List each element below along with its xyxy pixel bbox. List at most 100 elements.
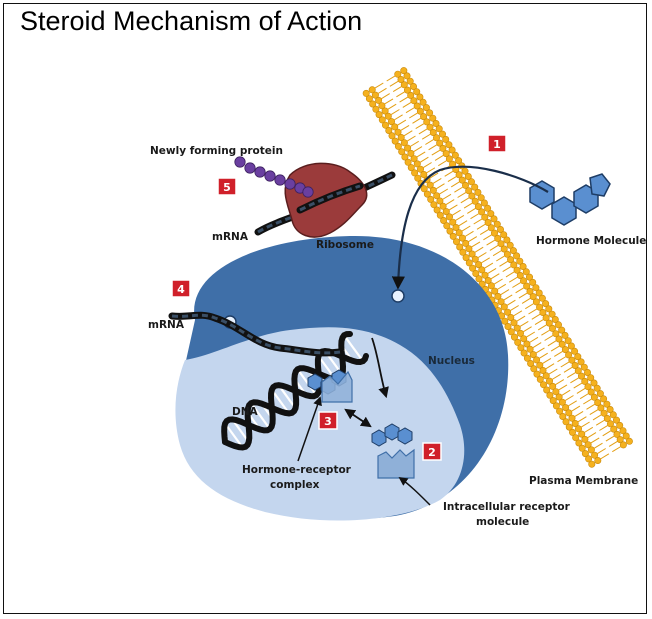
lipid-head bbox=[513, 252, 521, 260]
intracellular-receptor bbox=[377, 448, 415, 479]
lipid-tail bbox=[450, 181, 460, 188]
lipid-head bbox=[503, 236, 511, 244]
lipid-head bbox=[411, 169, 419, 177]
lipid-head bbox=[410, 97, 418, 105]
lipid-head bbox=[556, 407, 564, 415]
lipid-head bbox=[519, 262, 527, 270]
lipid-head bbox=[467, 178, 475, 186]
lipid-head bbox=[384, 112, 392, 120]
lipid-tail bbox=[467, 207, 477, 214]
lipid-tail bbox=[384, 98, 394, 105]
lipid-head bbox=[526, 345, 534, 353]
lipid-head bbox=[439, 202, 447, 210]
lipid-head bbox=[494, 292, 502, 300]
lipid-tail bbox=[387, 103, 397, 110]
lipid-tail bbox=[409, 140, 419, 147]
label-mrna-left: mRNA bbox=[148, 319, 185, 331]
lipid-head bbox=[596, 390, 604, 398]
lipid-head bbox=[413, 160, 421, 168]
lipid-tail bbox=[422, 162, 432, 169]
lipid-head bbox=[394, 128, 402, 136]
lipid-head bbox=[571, 361, 579, 369]
lipid-head bbox=[503, 250, 511, 258]
label-dna: DNA bbox=[232, 406, 259, 418]
lipid-head bbox=[577, 372, 585, 380]
lipid-tail bbox=[590, 437, 600, 444]
lipid-head bbox=[585, 455, 593, 463]
lipid-tail bbox=[483, 234, 493, 241]
lipid-tail bbox=[463, 202, 473, 209]
lipid-tail bbox=[499, 260, 509, 267]
lipid-head bbox=[587, 388, 595, 396]
lipid-tail bbox=[474, 246, 484, 253]
lipid-tail bbox=[589, 408, 599, 416]
lipid-head bbox=[445, 155, 453, 163]
lipid-head bbox=[474, 188, 482, 196]
lipid-head bbox=[559, 412, 567, 420]
lipid-head bbox=[438, 130, 446, 138]
lipid-head bbox=[552, 402, 560, 410]
lipid-tail bbox=[397, 119, 407, 126]
label-hormone-receptor-2: complex bbox=[270, 479, 320, 491]
lipid-head bbox=[371, 91, 379, 99]
lipid-head bbox=[496, 226, 504, 234]
lipid-head bbox=[471, 255, 479, 263]
lipid-head bbox=[362, 89, 370, 97]
lipid-head bbox=[525, 273, 533, 281]
lipid-head bbox=[429, 114, 437, 122]
lipid-tail bbox=[471, 241, 481, 248]
lipid-head bbox=[594, 456, 602, 464]
lipid-head bbox=[562, 404, 570, 412]
lipid-head bbox=[413, 102, 421, 110]
lipid-tail bbox=[534, 318, 544, 326]
lipid-head bbox=[387, 118, 395, 126]
lipid-tail bbox=[513, 310, 523, 317]
lipid-tail bbox=[477, 252, 487, 259]
amino-acid-bead bbox=[244, 162, 256, 174]
lipid-head bbox=[426, 123, 434, 131]
lipid-head bbox=[478, 280, 486, 288]
lipid-head bbox=[448, 146, 456, 154]
lipid-head bbox=[478, 266, 486, 274]
hormone-receptor-complex bbox=[321, 370, 353, 403]
lipid-head bbox=[461, 167, 469, 175]
lipid-tail bbox=[406, 135, 416, 142]
lipid-tail bbox=[554, 379, 565, 386]
lipid-head bbox=[443, 222, 451, 230]
lipid-head bbox=[548, 310, 556, 318]
lipid-head bbox=[397, 76, 405, 84]
lipid-tail bbox=[460, 197, 470, 204]
lipid-head bbox=[600, 409, 608, 417]
amino-acid-bead bbox=[284, 178, 296, 190]
svg-text:3: 3 bbox=[324, 415, 332, 428]
lipid-head bbox=[513, 266, 521, 274]
lipid-tail bbox=[535, 347, 545, 354]
lipid-head bbox=[423, 118, 431, 126]
lipid-head bbox=[552, 330, 560, 338]
lipid-tail bbox=[570, 377, 580, 384]
lipid-head bbox=[400, 67, 408, 75]
lipid-head bbox=[490, 229, 498, 237]
lipid-head bbox=[532, 298, 540, 306]
lipid-head bbox=[474, 203, 482, 211]
lipid-head bbox=[619, 427, 627, 435]
lipid-head bbox=[368, 86, 376, 94]
lipid-head bbox=[545, 377, 553, 385]
lipid-head bbox=[426, 181, 434, 189]
dna-base-pair bbox=[224, 422, 244, 449]
lipid-tail bbox=[445, 199, 455, 206]
lipid-head bbox=[526, 287, 534, 295]
label-hormone-receptor-1: Hormone-receptor bbox=[242, 464, 352, 476]
lipid-tail bbox=[605, 435, 615, 442]
step-badge-3: 3 bbox=[318, 411, 338, 430]
lipid-tail bbox=[551, 373, 561, 380]
lipid-head bbox=[484, 219, 492, 227]
lipid-head bbox=[388, 132, 396, 140]
lipid-head bbox=[574, 353, 582, 361]
lipid-head bbox=[536, 303, 544, 311]
lipid-tail bbox=[492, 250, 502, 257]
lipid-tail bbox=[503, 294, 513, 301]
lipid-head bbox=[484, 204, 492, 212]
lipid-tail bbox=[595, 419, 606, 426]
lipid-head bbox=[536, 375, 544, 383]
